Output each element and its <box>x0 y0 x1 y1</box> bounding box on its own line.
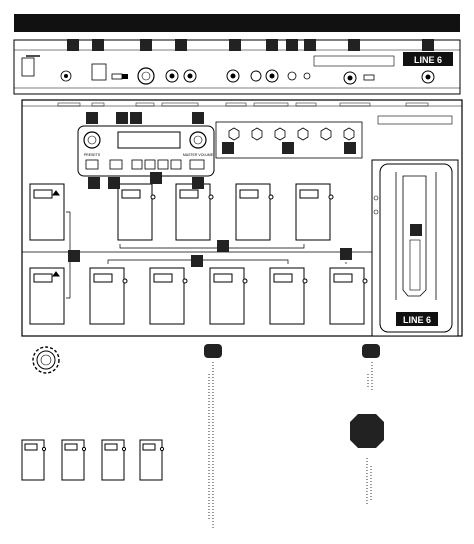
tone-knob[interactable] <box>297 127 309 141</box>
footswitch[interactable] <box>209 267 248 325</box>
callout-badge <box>108 177 120 189</box>
callout-badge <box>340 248 352 260</box>
rear-logo: LINE 6 <box>414 55 442 65</box>
legend-text-columns <box>208 362 373 528</box>
callout-badge <box>344 142 356 154</box>
footswitch[interactable] <box>117 183 156 241</box>
callout-badge <box>222 142 234 154</box>
knob-legend <box>32 346 60 374</box>
tone-knob[interactable] <box>320 127 332 141</box>
footswitch[interactable] <box>29 267 65 325</box>
footswitch-row-top <box>29 183 334 241</box>
header-bar <box>14 14 460 32</box>
display-button[interactable] <box>189 159 205 170</box>
callout-badge <box>266 39 278 51</box>
footswitch[interactable] <box>269 267 308 325</box>
callout-badge <box>217 240 229 252</box>
callout-badge <box>86 112 98 124</box>
right-knob-caption: MASTER VOLUME <box>183 153 214 157</box>
footswitch-legend <box>21 439 165 481</box>
display-button[interactable] <box>157 159 169 170</box>
callout-badge <box>68 250 80 262</box>
footswitch-row-bottom <box>29 267 368 325</box>
display-button[interactable] <box>170 159 182 170</box>
front-callouts <box>68 112 422 267</box>
legend-badge-small <box>204 344 222 358</box>
callout-badge <box>422 39 434 51</box>
callout-badge <box>229 39 241 51</box>
master-volume-knob[interactable] <box>189 131 207 149</box>
presets-knob[interactable] <box>83 131 101 149</box>
callout-badge <box>92 39 104 51</box>
legend-badge-large <box>350 414 384 448</box>
left-knob-caption: PRESETS <box>84 153 101 157</box>
callout-badge <box>88 177 100 189</box>
footswitch[interactable] <box>235 183 274 241</box>
lcd-screen <box>117 131 181 149</box>
footswitch[interactable] <box>149 267 188 325</box>
footswitch[interactable] <box>29 183 65 241</box>
display-button[interactable] <box>144 159 156 170</box>
footswitch[interactable] <box>175 183 214 241</box>
callout-badge <box>192 112 204 124</box>
tone-knob[interactable] <box>251 127 263 141</box>
callout-badge <box>348 39 360 51</box>
callout-badge <box>191 255 203 267</box>
footswitch[interactable] <box>89 267 128 325</box>
display-module: PRESETS MASTER VOLUME <box>77 125 215 177</box>
callout-badge <box>410 224 422 236</box>
footswitch[interactable] <box>295 183 334 241</box>
callout-badge <box>286 39 298 51</box>
callout-badge <box>150 172 162 184</box>
expression-pedal[interactable]: LINE 6 <box>371 159 459 337</box>
callout-badge <box>304 39 316 51</box>
callout-badge <box>192 177 204 189</box>
callout-badge <box>175 39 187 51</box>
callout-badge <box>140 39 152 51</box>
pedal-badge: LINE 6 <box>403 315 431 325</box>
callout-badge <box>282 142 294 154</box>
callout-badge <box>130 112 142 124</box>
rear-callouts <box>67 39 434 51</box>
callout-badge <box>67 39 79 51</box>
legend-badge-small <box>362 344 380 358</box>
tone-knob[interactable] <box>228 127 240 141</box>
display-button[interactable] <box>109 159 123 170</box>
footswitch[interactable] <box>329 267 368 325</box>
display-button[interactable] <box>131 159 143 170</box>
display-button[interactable] <box>85 159 99 170</box>
callout-badge <box>116 112 128 124</box>
tone-knob[interactable] <box>343 127 355 141</box>
tone-knob[interactable] <box>274 127 286 141</box>
